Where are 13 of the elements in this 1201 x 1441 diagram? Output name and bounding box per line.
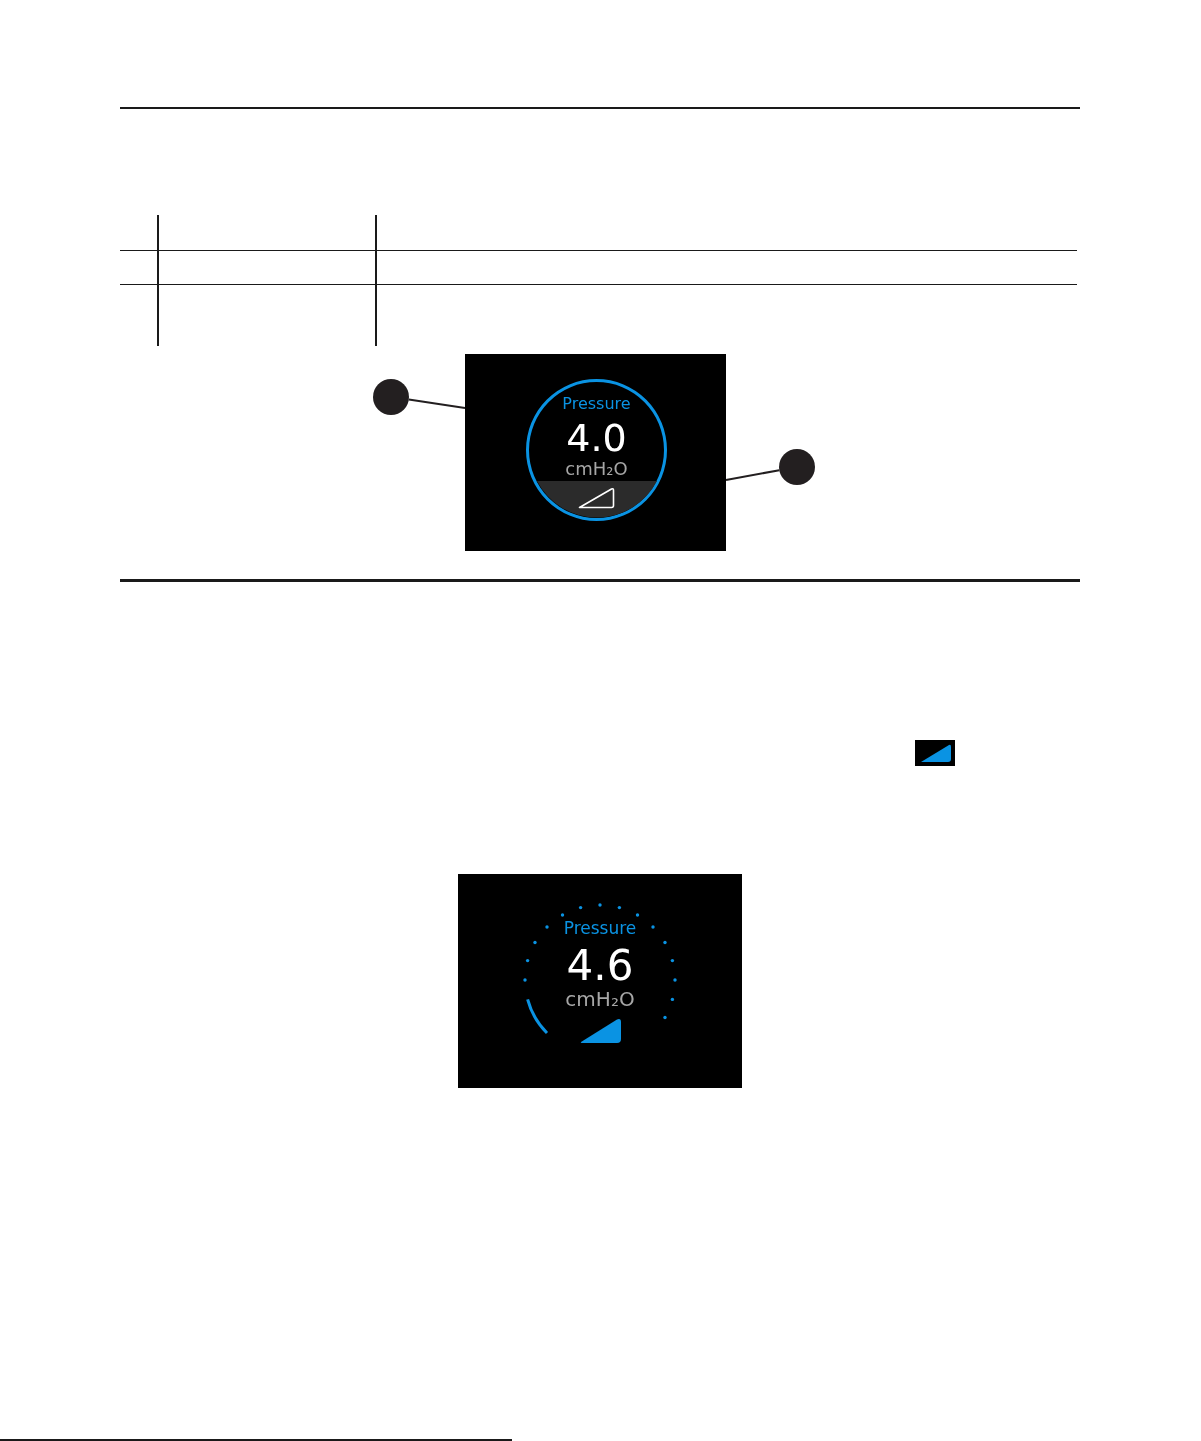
pressure-reading: 4.0 xyxy=(566,419,627,459)
callout-marker xyxy=(373,379,409,415)
leader-line xyxy=(725,469,781,481)
leader-line xyxy=(407,398,466,409)
display-screen xyxy=(458,874,742,1088)
display-screen xyxy=(465,354,726,551)
gauge-ring xyxy=(526,379,667,521)
pressure-reading: 4.6 xyxy=(566,943,634,989)
unit-label: cmH₂O xyxy=(565,459,628,479)
screen-heading: Pressure xyxy=(562,395,631,413)
unit-label: cmH₂O xyxy=(565,988,635,1010)
screen-heading: Pressure xyxy=(563,920,637,938)
callout-marker xyxy=(779,449,815,485)
